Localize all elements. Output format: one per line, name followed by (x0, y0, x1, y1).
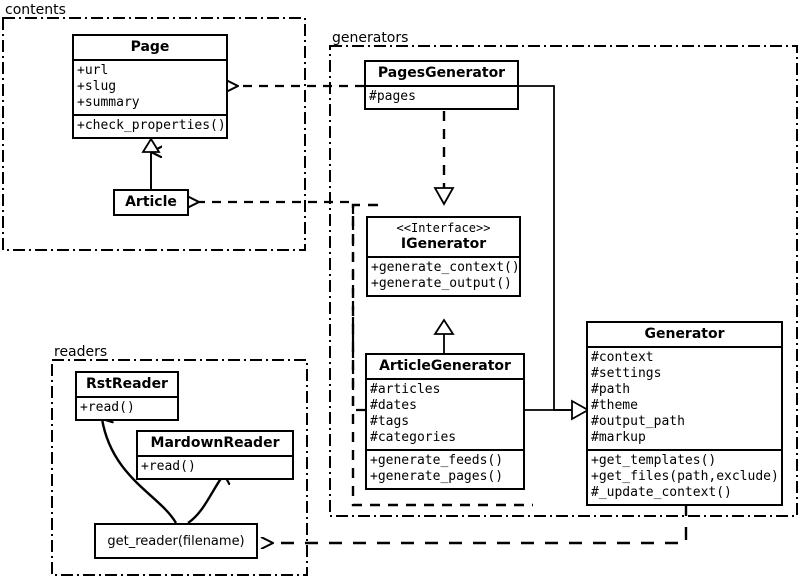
operation-item: +generate_output() (371, 276, 512, 291)
operation-item: +check_properties() (77, 118, 226, 133)
uml-class-article[interactable]: Article (113, 189, 189, 216)
attribute-item: #pages (369, 89, 416, 104)
operation-item: #_update_context() (591, 485, 732, 500)
operation-item: +generate_feeds() (370, 453, 504, 468)
operations-page: +check_properties() (74, 114, 226, 137)
attributes-article-generator: #articles #dates #tags #categories (367, 378, 523, 449)
relation-articlegenerator-uses-article (199, 202, 365, 412)
attribute-item: #context (591, 350, 654, 365)
operation-item: +read() (80, 400, 135, 415)
package-label-generators: generators (332, 30, 409, 46)
class-name-text: IGenerator (400, 236, 487, 252)
attribute-item: +url (77, 63, 109, 78)
attributes-pages-generator: #pages (366, 85, 517, 108)
class-name-rst-reader: RstReader (86, 376, 168, 392)
class-name-page: Page (130, 39, 170, 55)
class-name-article-generator: ArticleGenerator (379, 358, 511, 374)
operations-generator: +get_templates() +get_files(path,exclude… (588, 449, 781, 504)
attribute-item: #tags (370, 414, 410, 429)
package-boundary-generators (329, 45, 798, 517)
attribute-item: +slug (77, 79, 117, 94)
attribute-item: #settings (591, 366, 662, 381)
relation-getreader-creates-rstreader (102, 419, 178, 524)
arrowhead-article-page (141, 137, 161, 153)
arrowhead-articlegenerator-igenerator (433, 318, 455, 335)
uml-class-pages-generator[interactable]: PagesGenerator #pages (364, 60, 519, 110)
attribute-item: +summary (77, 95, 140, 110)
operations-rst-reader: +read() (77, 396, 177, 419)
class-name-mardown-reader: MardownReader (150, 435, 280, 451)
stereotype-label: <<Interface>> (396, 221, 491, 235)
class-name-article: Article (125, 194, 177, 210)
relation-pagesgenerator-inherits-generator (519, 85, 572, 411)
package-label-readers: readers (54, 344, 108, 360)
attribute-item: #output_path (591, 414, 685, 429)
operation-item: +get_templates() (591, 453, 717, 468)
operations-igenerator: +generate_context() +generate_output() (368, 256, 520, 295)
class-name-generator: Generator (644, 326, 725, 342)
attribute-item: #dates (370, 398, 417, 413)
function-node-get-reader[interactable]: get_reader(filename) (94, 523, 258, 559)
inner-group-boundary (351, 203, 533, 507)
arrowhead-pagesgenerator-igenerator (433, 187, 455, 206)
uml-class-page[interactable]: Page +url +slug +summary +check_properti… (72, 34, 228, 139)
uml-class-article-generator[interactable]: ArticleGenerator #articles #dates #tags … (365, 353, 525, 490)
operations-article-generator: +generate_feeds() +generate_pages() (367, 449, 523, 488)
uml-class-generator[interactable]: Generator #context #settings #path #them… (586, 321, 783, 506)
operation-item: +get_files(path,exclude) (591, 469, 779, 484)
relation-getreader-creates-mardownreader (187, 474, 224, 524)
relation-generator-uses-getreader (273, 503, 688, 543)
uml-class-rst-reader[interactable]: RstReader +read() (75, 371, 179, 421)
arrowhead-generators-generator (571, 399, 590, 421)
package-label-contents: contents (5, 2, 66, 18)
class-name-pages-generator: PagesGenerator (377, 65, 506, 81)
attribute-item: #categories (370, 430, 457, 445)
package-boundary-readers (51, 359, 308, 576)
uml-class-mardown-reader[interactable]: MardownReader +read() (136, 430, 294, 480)
class-name-igenerator: <<Interface>> IGenerator (368, 218, 519, 256)
package-boundary-contents (2, 17, 306, 251)
attributes-page: +url +slug +summary (74, 59, 226, 114)
attribute-item: #theme (591, 398, 638, 413)
operation-item: +generate_context() (371, 260, 520, 275)
operation-item: +read() (141, 459, 196, 474)
operations-mardown-reader: +read() (138, 455, 292, 478)
operation-item: +generate_pages() (370, 469, 504, 484)
attribute-item: #articles (370, 382, 441, 397)
attribute-item: #markup (591, 430, 646, 445)
uml-class-igenerator[interactable]: <<Interface>> IGenerator +generate_conte… (366, 216, 521, 297)
attributes-generator: #context #settings #path #theme #output_… (588, 346, 781, 449)
attribute-item: #path (591, 382, 631, 397)
